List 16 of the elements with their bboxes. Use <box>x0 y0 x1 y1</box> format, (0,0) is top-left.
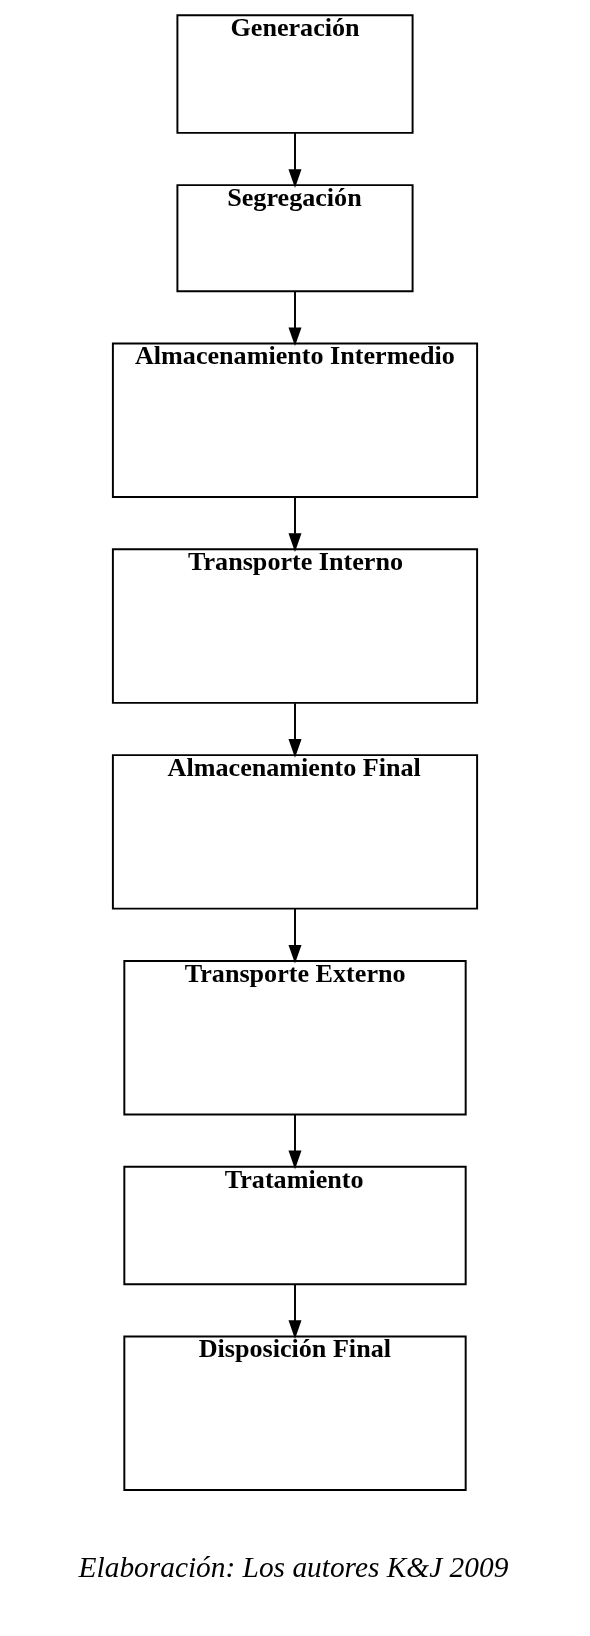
node-box: Segregación <box>176 184 414 293</box>
arrow <box>288 702 302 758</box>
arrow <box>288 1283 302 1339</box>
caption: Elaboración: Los autores K&J 2009 <box>78 1551 509 1584</box>
arrow <box>288 1113 302 1170</box>
node-box: Transporte Interno <box>111 548 479 704</box>
arrow <box>288 496 302 552</box>
node-box: Disposición Final <box>123 1335 467 1492</box>
node-box: Almacenamiento Intermedio <box>111 342 479 499</box>
node-box: Almacenamiento Final <box>111 754 479 910</box>
node-box: Transporte Externo <box>123 959 467 1116</box>
node-box: Generación <box>176 14 414 134</box>
arrow <box>288 907 302 964</box>
arrow <box>288 131 302 188</box>
node-box: Tratamiento <box>123 1165 467 1286</box>
arrow <box>288 290 302 347</box>
